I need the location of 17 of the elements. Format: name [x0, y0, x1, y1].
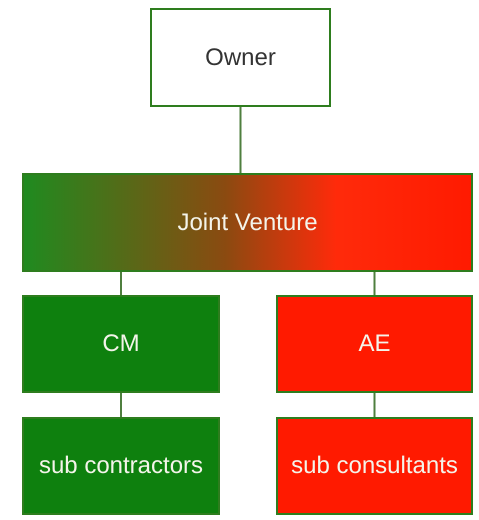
org-box — [150, 8, 331, 107]
org-box — [276, 417, 473, 515]
box-label: Joint Venture — [177, 210, 318, 234]
connector-line — [240, 107, 242, 173]
box-label: sub consultants — [291, 454, 458, 478]
org-box — [276, 295, 473, 393]
connector-line — [120, 272, 122, 295]
org-box — [22, 295, 220, 393]
box-label: sub contractors — [38, 454, 204, 478]
box-label: Owner — [205, 46, 276, 70]
org-box — [22, 417, 220, 515]
org-box — [22, 173, 473, 272]
connector-line — [374, 393, 376, 417]
box-label: CM — [102, 332, 140, 356]
connector-line — [374, 272, 376, 295]
box-label: AE — [358, 332, 390, 356]
connector-line — [120, 393, 122, 417]
